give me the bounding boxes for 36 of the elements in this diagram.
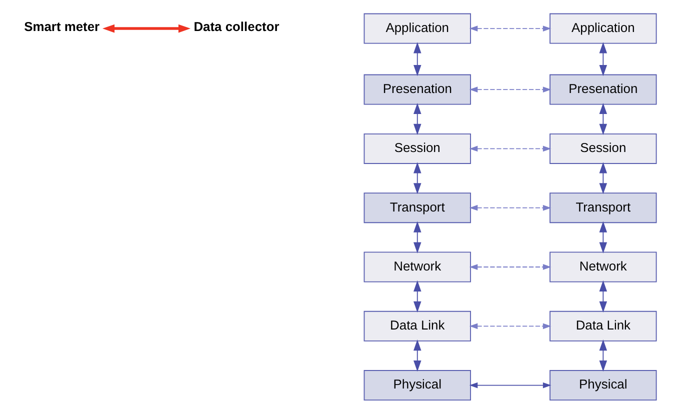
arrow	[413, 280, 422, 312]
node-box: Network	[550, 252, 657, 282]
node-text: Smart meter	[24, 19, 100, 34]
node-box: Network	[364, 252, 471, 282]
arrow	[599, 102, 608, 136]
node-box: Session	[550, 133, 657, 164]
arrow	[413, 42, 422, 76]
arrow	[469, 86, 552, 92]
arrow	[599, 280, 608, 312]
arrow	[469, 204, 552, 211]
node-text: Data collector	[194, 19, 280, 34]
arrow	[599, 42, 608, 76]
arrow	[469, 146, 552, 152]
node-box: Application	[550, 13, 657, 44]
arrow	[413, 162, 422, 194]
node-box: Presenation	[550, 74, 657, 105]
arrow	[413, 340, 422, 372]
node-box: Session	[364, 133, 471, 164]
arrow	[469, 382, 552, 388]
arrow	[102, 24, 190, 33]
node-box: Presenation	[364, 74, 471, 105]
node-box: Transport	[364, 192, 471, 224]
arrow	[599, 162, 608, 194]
arrow	[599, 221, 608, 254]
arrow	[469, 26, 552, 32]
arrow	[413, 102, 422, 136]
node-box: Data Link	[550, 310, 657, 342]
node-box: Physical	[364, 370, 471, 401]
node-box: Application	[364, 13, 471, 44]
arrow	[599, 340, 608, 372]
node-box: Data Link	[364, 310, 471, 342]
node-box: Transport	[550, 192, 657, 224]
node-box: Physical	[550, 370, 657, 401]
arrow	[469, 264, 552, 270]
arrow	[413, 221, 422, 254]
arrow	[469, 323, 552, 330]
